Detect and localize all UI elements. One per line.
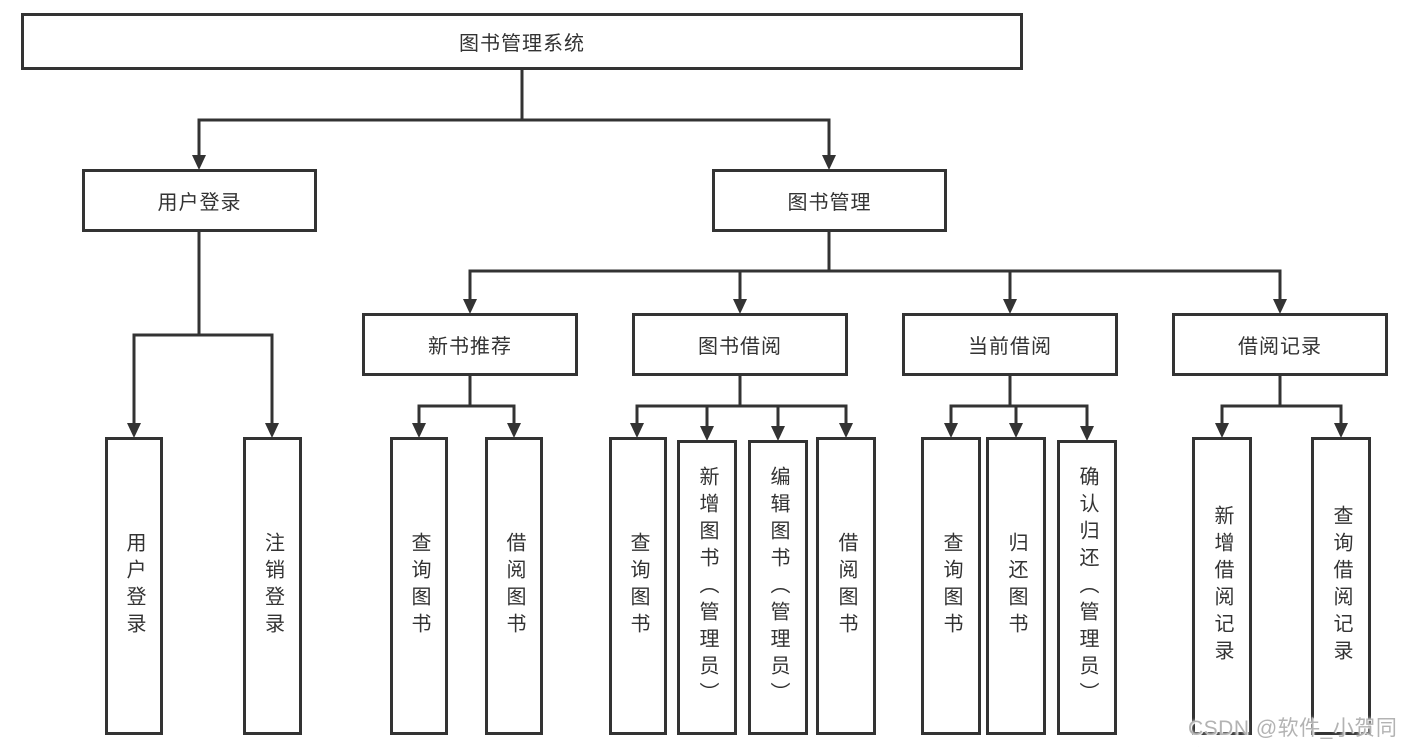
node-book-management-label: 图书管理 bbox=[787, 192, 872, 214]
leaf-user-login-label: 用户登录 bbox=[123, 532, 145, 640]
arrowheads bbox=[127, 155, 1348, 441]
leaf-bookborrow-edit-books-admin: 编辑图书（管理员） bbox=[748, 440, 808, 735]
node-borrow-records-label: 借阅记录 bbox=[1238, 336, 1322, 358]
node-current-borrow: 当前借阅 bbox=[902, 313, 1118, 376]
leaf-records-query-borrow-record-label: 查询借阅记录 bbox=[1330, 505, 1352, 667]
leaf-records-add-borrow-record: 新增借阅记录 bbox=[1192, 437, 1252, 735]
leaf-currentborrow-return-books: 归还图书 bbox=[986, 437, 1046, 735]
root-node-library-system: 图书管理系统 bbox=[21, 13, 1023, 70]
node-new-book-recommend: 新书推荐 bbox=[362, 313, 578, 376]
leaf-bookborrow-borrow-books: 借阅图书 bbox=[816, 437, 876, 735]
leaf-currentborrow-confirm-return-admin: 确认归还（管理员） bbox=[1057, 440, 1117, 735]
leaf-newbooks-borrow-books-label: 借阅图书 bbox=[503, 532, 525, 640]
node-user-login: 用户登录 bbox=[82, 169, 317, 232]
leaf-newbooks-query-books: 查询图书 bbox=[390, 437, 448, 735]
node-book-management: 图书管理 bbox=[712, 169, 947, 232]
node-new-book-recommend-label: 新书推荐 bbox=[428, 336, 512, 358]
leaf-bookborrow-query-books: 查询图书 bbox=[609, 437, 667, 735]
leaf-currentborrow-query-books-label: 查询图书 bbox=[940, 532, 962, 640]
leaf-newbooks-borrow-books: 借阅图书 bbox=[485, 437, 543, 735]
leaf-records-query-borrow-record: 查询借阅记录 bbox=[1311, 437, 1371, 735]
node-user-login-label: 用户登录 bbox=[157, 192, 242, 214]
leaf-records-add-borrow-record-label: 新增借阅记录 bbox=[1211, 505, 1233, 667]
leaf-bookborrow-query-books-label: 查询图书 bbox=[627, 532, 649, 640]
leaf-bookborrow-add-books-admin-label: 新增图书（管理员） bbox=[696, 466, 718, 709]
leaf-logout: 注销登录 bbox=[243, 437, 302, 735]
leaf-bookborrow-borrow-books-label: 借阅图书 bbox=[835, 532, 857, 640]
leaf-logout-label: 注销登录 bbox=[261, 532, 284, 640]
leaf-currentborrow-query-books: 查询图书 bbox=[921, 437, 981, 735]
node-current-borrow-label: 当前借阅 bbox=[968, 336, 1052, 358]
leaf-currentborrow-return-books-label: 归还图书 bbox=[1005, 532, 1027, 640]
node-book-borrow: 图书借阅 bbox=[632, 313, 848, 376]
leaf-currentborrow-confirm-return-admin-label: 确认归还（管理员） bbox=[1076, 466, 1098, 709]
csdn-watermark: CSDN @软件_小贺同学 bbox=[1188, 717, 1398, 740]
node-borrow-records: 借阅记录 bbox=[1172, 313, 1388, 376]
root-node-label: 图书管理系统 bbox=[459, 33, 585, 55]
leaf-bookborrow-add-books-admin: 新增图书（管理员） bbox=[677, 440, 737, 735]
leaf-bookborrow-edit-books-admin-label: 编辑图书（管理员） bbox=[767, 466, 789, 709]
node-book-borrow-label: 图书借阅 bbox=[698, 336, 782, 358]
leaf-newbooks-query-books-label: 查询图书 bbox=[408, 532, 430, 640]
leaf-user-login: 用户登录 bbox=[105, 437, 163, 735]
